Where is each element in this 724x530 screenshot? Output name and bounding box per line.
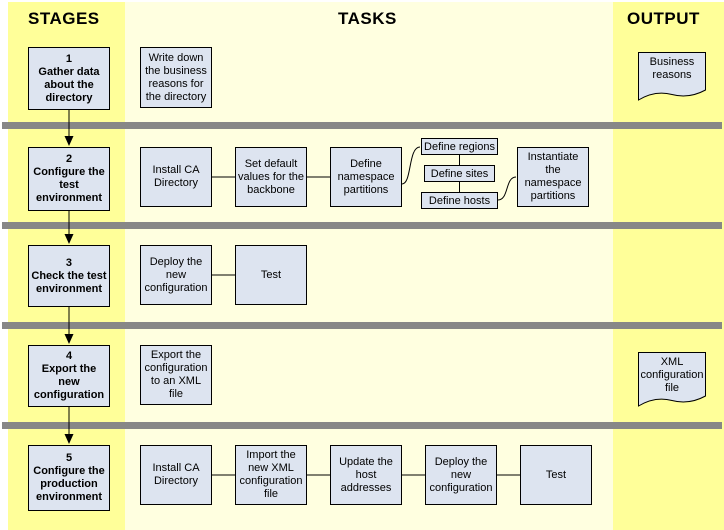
stage-box-3: 3 Check the test environment	[28, 245, 110, 307]
output-document-label: Business reasons	[649, 56, 695, 81]
task-box-define-regions: Define regions	[421, 138, 498, 155]
stage-box-5: 5 Configure the production environment	[28, 445, 110, 511]
task-box-update-host-addresses: Update the host addresses	[330, 445, 402, 505]
task-box-write-down-reasons: Write down the business reasons for the …	[140, 47, 212, 108]
task-box-set-default-values: Set default values for the backbone	[235, 147, 307, 207]
task-box-deploy-new-configuration-2: Deploy the new configuration	[425, 445, 497, 505]
task-box-define-namespace-partitions: Define namespace partitions	[330, 147, 402, 207]
stage-box-4: 4 Export the new configuration	[28, 345, 110, 407]
task-box-install-ca-directory: Install CA Directory	[140, 147, 212, 207]
output-document-label: XML configuration file	[640, 356, 704, 394]
task-box-instantiate-namespace-partitions: Instantiate the namespace partitions	[517, 147, 589, 207]
task-box-import-new-xml: Import the new XML configuration file	[235, 445, 307, 505]
row-separator	[2, 222, 722, 229]
task-box-install-ca-directory-2: Install CA Directory	[140, 445, 212, 505]
row-separator	[2, 122, 722, 129]
row-separator	[2, 422, 722, 429]
row-separator	[2, 322, 722, 329]
document-shape-icon	[638, 352, 706, 407]
task-box-define-sites: Define sites	[424, 165, 495, 182]
stage-box-2: 2 Configure the test environment	[28, 147, 110, 211]
output-header: OUTPUT	[627, 9, 700, 28]
task-box-test: Test	[235, 245, 307, 305]
stages-header: STAGES	[28, 9, 100, 28]
document-shape-icon	[638, 52, 706, 101]
task-box-deploy-new-configuration: Deploy the new configuration	[140, 245, 212, 305]
stage-box-1: 1 Gather data about the directory	[28, 47, 110, 110]
output-document-business-reasons: Business reasons	[638, 52, 706, 106]
task-box-test-2: Test	[520, 445, 592, 505]
task-box-export-configuration-xml: Export the configuration to an XML file	[140, 345, 212, 405]
output-document-xml-configuration: XML configuration file	[638, 352, 706, 412]
tasks-header: TASKS	[338, 9, 397, 28]
task-box-define-hosts: Define hosts	[421, 192, 498, 209]
